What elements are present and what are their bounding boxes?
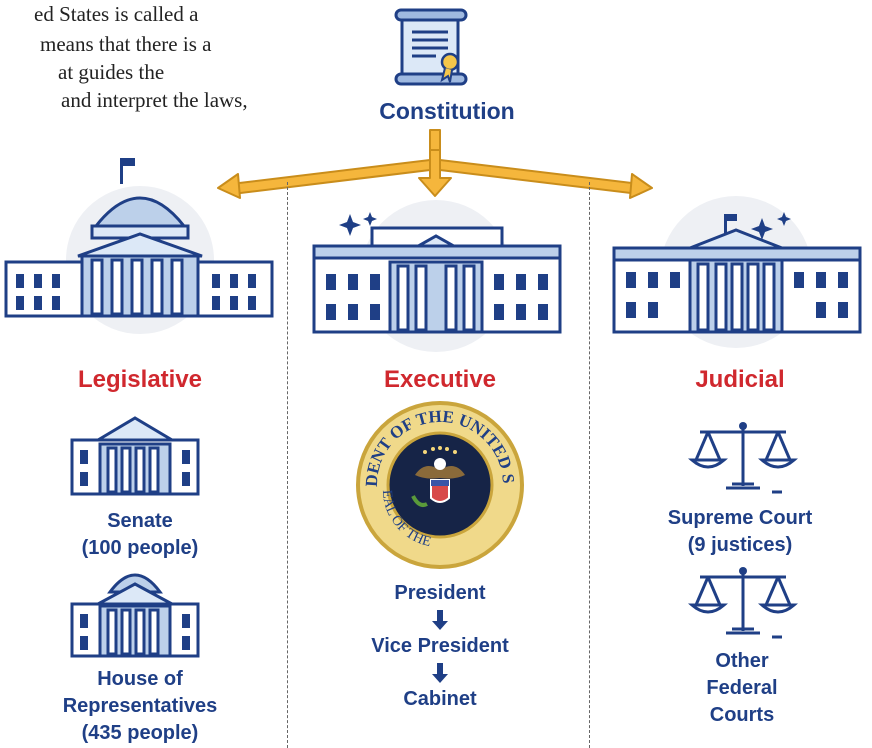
intro-line: at guides the	[58, 60, 165, 84]
column-divider-right	[589, 182, 590, 748]
intro-line: and interpret the laws,	[61, 88, 248, 112]
white-house-icon	[312, 200, 562, 352]
capitol-building-icon	[4, 158, 274, 334]
senate-label: Senate (100 people)	[40, 508, 240, 562]
scales-of-justice-icon	[688, 567, 798, 639]
down-arrow-icon	[340, 660, 540, 686]
constitution-label: Constitution	[379, 98, 515, 124]
column-divider-left	[287, 182, 288, 748]
house-line-1: House of	[97, 668, 183, 690]
senate-name: Senate	[107, 510, 173, 532]
branch-title-executive: Executive	[383, 366, 497, 393]
other-courts-line-1: Other	[715, 650, 769, 672]
chain-vice-president: Vice President	[371, 635, 509, 657]
senate-building-icon	[70, 416, 200, 496]
chain-president: President	[394, 582, 486, 604]
intro-line: means that there is a	[40, 32, 212, 56]
other-courts-line-2: Federal	[706, 677, 778, 699]
house-building-icon	[70, 573, 200, 658]
constitution-scroll-icon	[394, 8, 468, 86]
chain-cabinet: Cabinet	[403, 688, 477, 710]
branch-title-legislative: Legislative	[77, 366, 203, 393]
house-label: House of Representatives (435 people)	[20, 666, 260, 747]
presidential-seal-icon: PRESIDENT OF THE UNITED STATES SEAL OF T…	[349, 385, 524, 569]
down-arrow-icon	[340, 607, 540, 633]
executive-chain: President Vice President Cabinet	[340, 580, 540, 713]
senate-size: (100 people)	[81, 537, 199, 559]
other-courts-line-3: Courts	[709, 704, 775, 726]
other-courts-label: Other Federal Courts	[642, 648, 842, 729]
supreme-court-name: Supreme Court	[667, 507, 813, 529]
house-line-2: Representatives	[62, 695, 218, 717]
intro-line: ed States is called a	[34, 2, 199, 26]
courthouse-icon	[612, 196, 862, 348]
scales-of-justice-icon	[688, 422, 798, 494]
supreme-court-size: (9 justices)	[687, 534, 793, 556]
branch-title-judicial: Judicial	[695, 366, 785, 393]
house-size: (435 people)	[81, 722, 199, 744]
supreme-court-label: Supreme Court (9 justices)	[620, 505, 860, 559]
